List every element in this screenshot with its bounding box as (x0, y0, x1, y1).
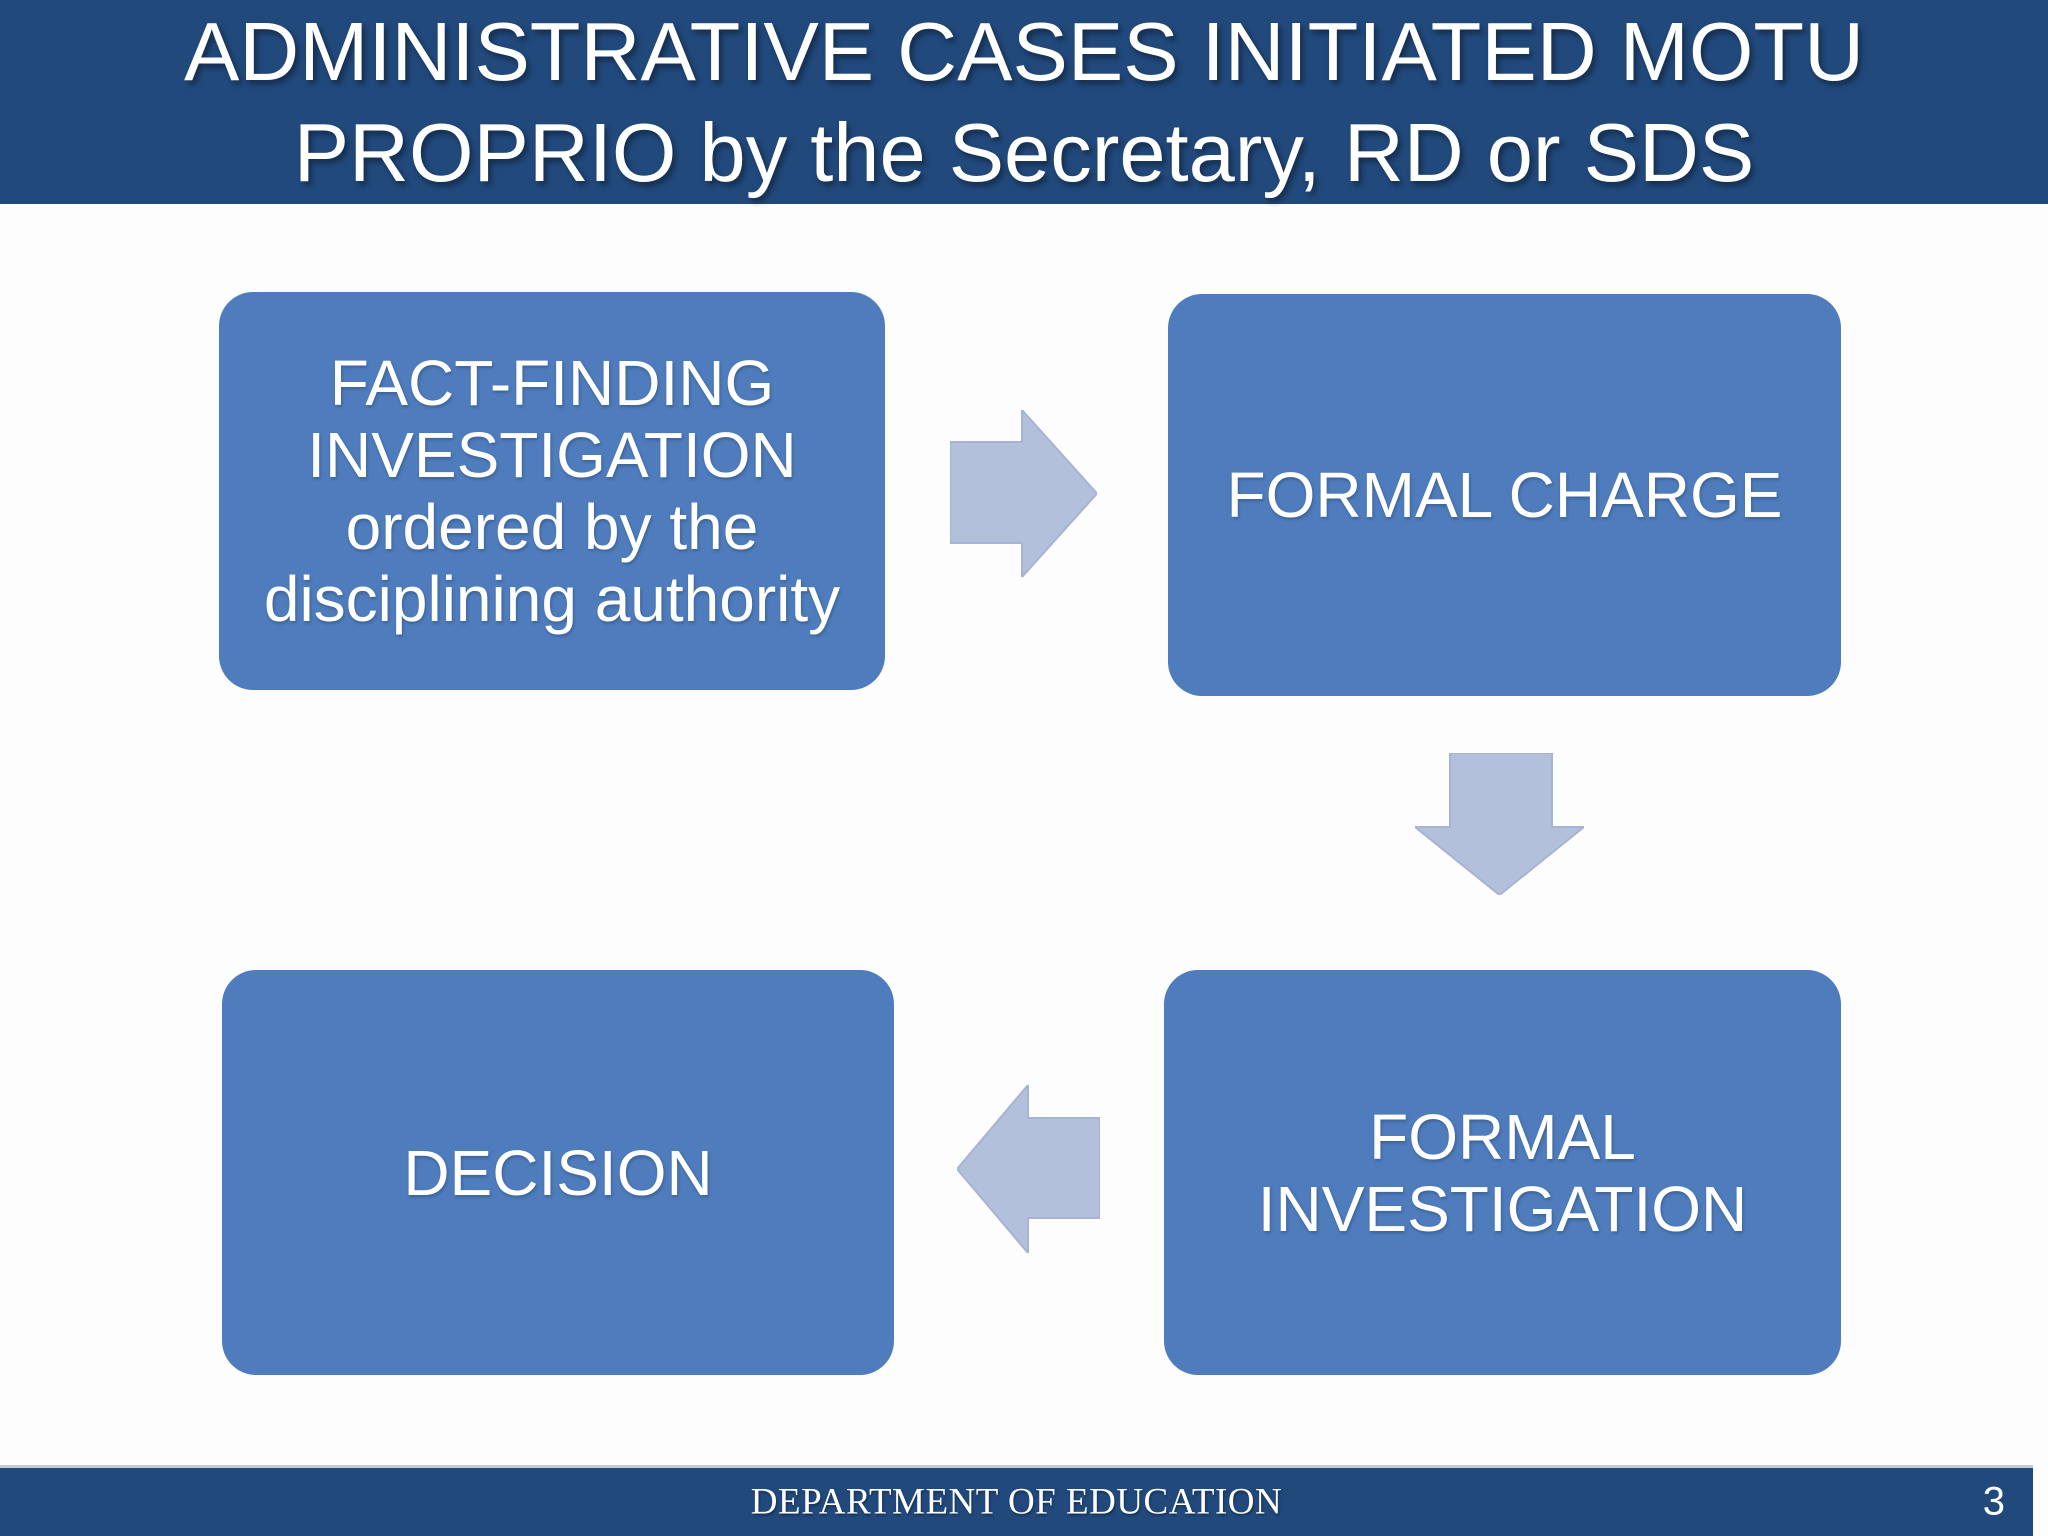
node-fact-finding-investigation: FACT-FINDING INVESTIGATION ordered by th… (219, 292, 885, 690)
slide-title-band: ADMINISTRATIVE CASES INITIATED MOTU PROP… (0, 0, 2048, 204)
slide-title-line-2: PROPRIO by the Secretary, RD or SDS (293, 106, 1755, 199)
node-text-line: FORMAL CHARGE (1226, 459, 1783, 531)
footer-band: DEPARTMENT OF EDUCATION 3 (0, 1465, 2033, 1536)
node-text-line: disciplining authority (263, 563, 841, 635)
node-formal-charge: FORMAL CHARGE (1168, 294, 1841, 696)
node-text-line: INVESTIGATION (307, 419, 797, 491)
footer-org-name: DEPARTMENT OF EDUCATION (750, 1481, 1283, 1523)
node-text-line: DECISION (403, 1136, 713, 1209)
node-formal-investigation: FORMAL INVESTIGATION (1164, 970, 1841, 1375)
arrow-right-icon (950, 410, 1097, 577)
node-text-line: FORMAL (1369, 1100, 1636, 1173)
arrow-left-icon (957, 1085, 1100, 1253)
node-text-line: FACT-FINDING (329, 347, 775, 419)
node-decision: DECISION (222, 970, 894, 1375)
node-text-line: ordered by the (345, 491, 759, 563)
page-number: 3 (1982, 1479, 2005, 1524)
node-text-line: INVESTIGATION (1257, 1172, 1748, 1245)
slide-title-line-1: ADMINISTRATIVE CASES INITIATED MOTU (183, 5, 1865, 98)
arrow-down-icon (1415, 753, 1584, 895)
